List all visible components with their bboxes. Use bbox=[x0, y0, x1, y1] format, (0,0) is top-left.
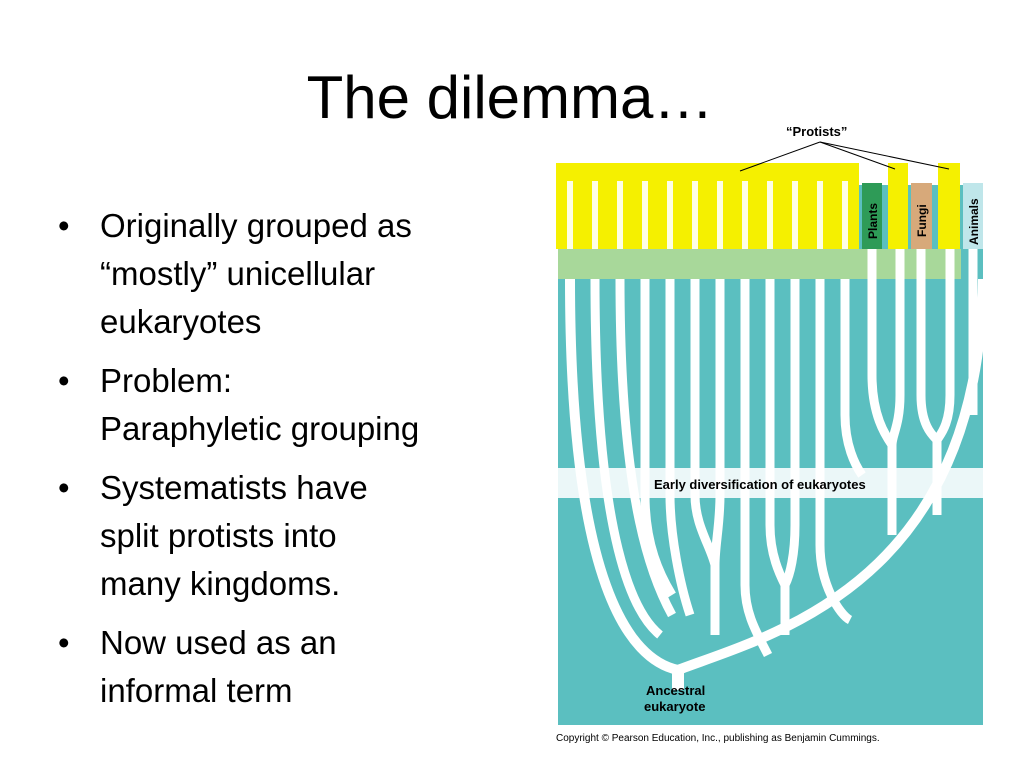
tree-branch bbox=[665, 279, 695, 617]
tree-branch bbox=[567, 181, 573, 249]
tree-branch bbox=[767, 181, 773, 249]
bullet-glyph: • bbox=[58, 207, 70, 244]
bullet-line: many kingdoms. bbox=[100, 565, 341, 602]
bullet-item: • Now used as an informal term bbox=[58, 619, 508, 715]
slide-title: The dilemma… bbox=[306, 64, 714, 131]
tree-branch bbox=[640, 279, 676, 598]
tree-branch bbox=[617, 181, 623, 249]
protists-label: “Protists” bbox=[786, 124, 847, 139]
phylogeny-tree: Early diversification of eukaryotes Plan… bbox=[556, 124, 988, 725]
diversification-label: Early diversification of eukaryotes bbox=[654, 477, 866, 492]
tree-branch bbox=[817, 181, 823, 249]
bullet-line: Paraphyletic grouping bbox=[100, 410, 420, 447]
fungi-tab bbox=[911, 183, 932, 249]
animals-tab bbox=[963, 183, 983, 249]
bullet-line: Systematists have bbox=[100, 469, 368, 506]
tree-branch bbox=[887, 249, 905, 446]
tree-branch bbox=[667, 181, 673, 249]
diversification-band bbox=[558, 468, 983, 498]
bullet-line: Originally grouped as bbox=[100, 207, 412, 244]
tree-branch bbox=[590, 278, 663, 639]
tree-branch bbox=[742, 181, 748, 249]
ancestor-label: Ancestral bbox=[646, 683, 705, 698]
fungi-label: Fungi bbox=[915, 204, 929, 237]
phylogeny-figure: Early diversification of eukaryotes Plan… bbox=[540, 115, 1000, 750]
tree-branch bbox=[740, 279, 773, 658]
bullet-line: Problem: bbox=[100, 362, 233, 399]
protists-pointer-lines bbox=[739, 141, 950, 172]
bullet-line: “mostly” unicellular bbox=[100, 255, 376, 292]
bullet-glyph: • bbox=[58, 362, 70, 399]
bullet-glyph: • bbox=[58, 624, 70, 661]
tree-branch bbox=[592, 181, 598, 249]
tree-branch bbox=[692, 181, 698, 249]
tree-branch bbox=[815, 279, 853, 625]
tree-branch bbox=[642, 181, 648, 249]
tree-branch bbox=[842, 181, 848, 249]
bullet-item: • Problem: Paraphyletic grouping bbox=[58, 357, 508, 453]
plants-label: Plants bbox=[866, 203, 880, 239]
tree-branch bbox=[565, 278, 680, 675]
bullet-line: Now used as an bbox=[100, 624, 337, 661]
protist-highlight bbox=[938, 163, 960, 249]
tree-branch bbox=[933, 249, 955, 443]
bullet-line: eukaryotes bbox=[100, 303, 262, 340]
protist-highlight bbox=[888, 163, 908, 249]
green-band bbox=[558, 249, 961, 279]
tree-branch bbox=[710, 279, 725, 566]
tree-branch bbox=[717, 181, 723, 249]
bullet-line: informal term bbox=[100, 672, 293, 709]
bullet-line: split protists into bbox=[100, 517, 337, 554]
animals-label: Animals bbox=[967, 198, 981, 245]
tree-branch bbox=[615, 278, 676, 618]
bullet-item: • Originally grouped as “mostly” unicell… bbox=[58, 202, 508, 346]
bullet-list: • Originally grouped as “mostly” unicell… bbox=[58, 202, 508, 726]
copyright-caption: Copyright © Pearson Education, Inc., pub… bbox=[556, 733, 880, 744]
protist-highlight bbox=[556, 163, 859, 249]
tree-branch bbox=[780, 279, 800, 588]
bullet-item: • Systematists have split protists into … bbox=[58, 464, 508, 608]
tree-branch bbox=[792, 181, 798, 249]
bullet-glyph: • bbox=[58, 469, 70, 506]
ancestor-label: eukaryote bbox=[644, 699, 705, 714]
plants-tab bbox=[862, 183, 882, 249]
